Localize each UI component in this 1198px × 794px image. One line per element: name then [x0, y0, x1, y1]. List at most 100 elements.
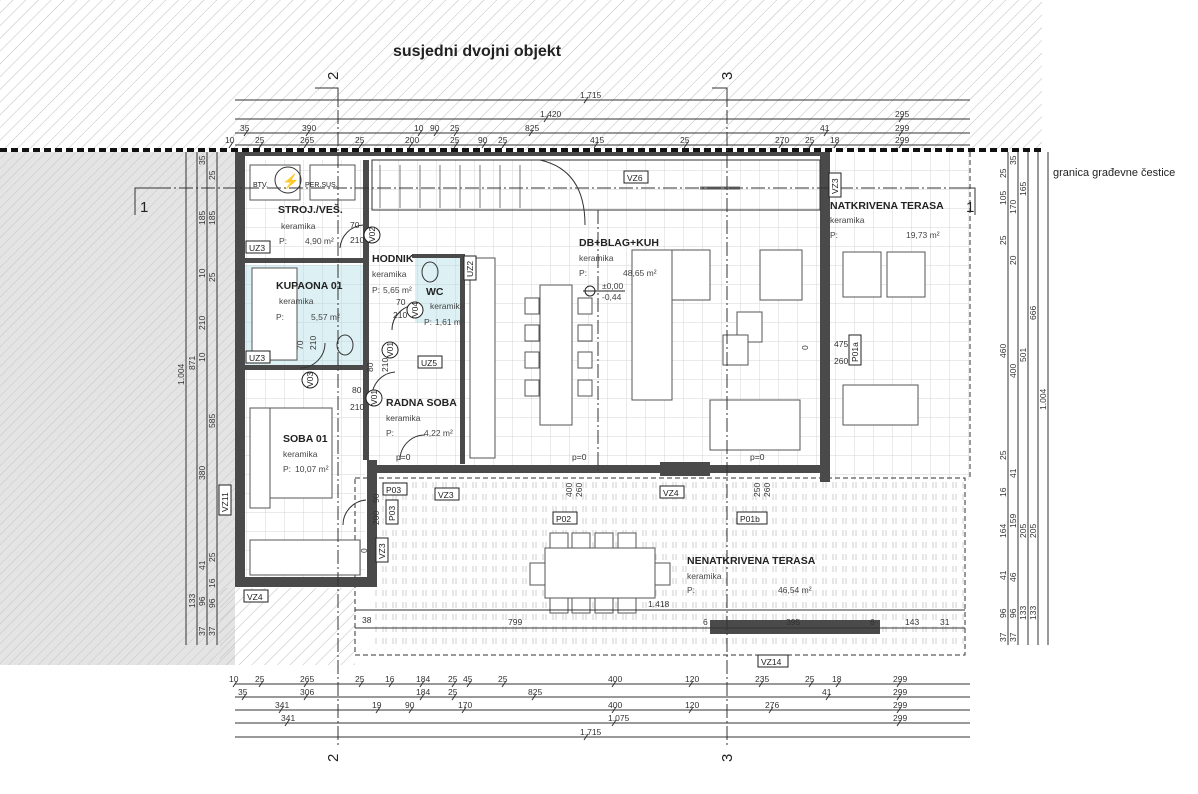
dimension-tick [419, 680, 425, 688]
tag-label: VZ3 [438, 490, 454, 500]
dimension-tick [835, 680, 841, 688]
hatch-bottom-left [220, 588, 355, 665]
room-db-blag-kuh: DB+BLAG+KUH keramika P: 48,65 m² [579, 237, 659, 278]
door-label: p=0 [750, 452, 765, 462]
door-label: 210 [350, 235, 364, 245]
dimension-label: 133 [1028, 606, 1038, 620]
dimension-label: 16 [207, 578, 217, 588]
dimension-tick [593, 141, 599, 149]
door-label: 90 [371, 493, 381, 503]
room-area-prefix: P: [372, 285, 380, 295]
room-floor: keramika [386, 413, 421, 423]
dimension-tick [228, 141, 234, 149]
dimension-label: 6 [703, 617, 708, 627]
dimension-tick [823, 129, 829, 137]
dimension-label: 460 [998, 344, 1008, 358]
dimension-label: 45 [463, 674, 473, 684]
tag-vz14: VZ14 [757, 654, 789, 668]
dimension-label: 143 [905, 617, 919, 627]
dimension-tick [543, 115, 549, 123]
dimension-tick [451, 680, 457, 688]
dimension-label: 37 [197, 626, 207, 636]
dimension-label: 19 [372, 700, 382, 710]
dimension-tick [305, 129, 311, 137]
dimension-label: 299 [895, 135, 909, 145]
dimension-tick [611, 680, 617, 688]
dimension-tick [303, 693, 309, 701]
dimension-tick [408, 141, 414, 149]
dimension-tick [611, 719, 617, 727]
dimension-label: 41 [820, 123, 830, 133]
dimension-tick [258, 141, 264, 149]
dimension-label: 25 [207, 170, 217, 180]
dimension-tick [241, 693, 247, 701]
dimension-label: 35 [197, 155, 207, 165]
room-area-prefix: P: [579, 268, 587, 278]
section-mark-3-bottom: 3 [719, 754, 736, 762]
dimension-label: 184 [416, 687, 430, 697]
plan-title: susjedni dvojni objekt [393, 43, 562, 60]
dimension-label: 1.075 [608, 713, 630, 723]
dimension-tick [278, 706, 284, 714]
terrace-outline [354, 477, 966, 656]
tag-v03: V03 [301, 371, 319, 389]
dimension-tick [896, 719, 902, 727]
tag-p03: P03 [385, 499, 399, 525]
dimension-tick [833, 141, 839, 149]
dimension-label: 41 [1008, 468, 1018, 478]
room-name: NENATKRIVENA TERASA [687, 555, 816, 567]
room-area: 1,61 m² [435, 317, 464, 327]
room-soba-01: SOBA 01 keramika P: 10,07 m² [283, 433, 329, 474]
door-label: 210 [393, 310, 407, 320]
dimension-label: 46 [1008, 572, 1018, 582]
section-mark-2-bottom: 2 [325, 754, 342, 762]
dimension-tick [419, 693, 425, 701]
dimension-label: 159 [1008, 514, 1018, 528]
room-name: HODNIK [372, 253, 414, 265]
dimension-tick [611, 706, 617, 714]
dimension-label: 1.004 [1038, 388, 1048, 410]
dimension-tick [808, 141, 814, 149]
tag-label: P03 [387, 506, 397, 521]
dimension-label: 170 [458, 700, 472, 710]
dimension-label: 10 [229, 674, 239, 684]
room-area-prefix: P: [830, 230, 838, 240]
dimension-label: 299 [893, 700, 907, 710]
dimension-label: 400 [1008, 364, 1018, 378]
dimension-tick [232, 680, 238, 688]
dimension-tick [688, 706, 694, 714]
room-area: 4,90 m² [305, 236, 334, 246]
room-name: NATKRIVENA TERASA [830, 200, 944, 212]
dimension-label: 270 [775, 135, 789, 145]
room-wc: WC keramika P: 1,61 m² [424, 286, 465, 327]
dimension-tick [408, 706, 414, 714]
level-bottom: -0,44 [602, 292, 622, 302]
room-floor: keramika [279, 296, 314, 306]
door-label: p=0 [572, 452, 587, 462]
dimension-tick [898, 141, 904, 149]
dimension-label: 205 [1018, 524, 1028, 538]
dimension-label: 96 [197, 596, 207, 606]
room-area-prefix: P: [279, 236, 287, 246]
dimension-tick [466, 680, 472, 688]
dimension-tick [896, 706, 902, 714]
dimension-label: 10 [225, 135, 235, 145]
tag-vz3: VZ3 [375, 537, 389, 563]
room-natkrivena-terasa: NATKRIVENA TERASA keramika P: 19,73 m² [830, 200, 944, 240]
room-area: 19,73 m² [906, 230, 940, 240]
door-label: 260 [762, 483, 772, 497]
tag-label: V03 [305, 372, 315, 387]
door-label: 250 [752, 483, 762, 497]
tag-label: VZ3 [377, 543, 387, 559]
dimension-label: 799 [508, 617, 522, 627]
tag-label: P01b [740, 514, 760, 524]
dimension-label: 25 [355, 135, 365, 145]
door-label: 70 [350, 220, 360, 230]
door-label: 475 [834, 339, 848, 349]
dimension-label: 871 [187, 356, 197, 370]
dimension-label: 265 [300, 674, 314, 684]
tag-v02: V02 [363, 226, 381, 244]
dimension-label: 585 [207, 414, 217, 428]
